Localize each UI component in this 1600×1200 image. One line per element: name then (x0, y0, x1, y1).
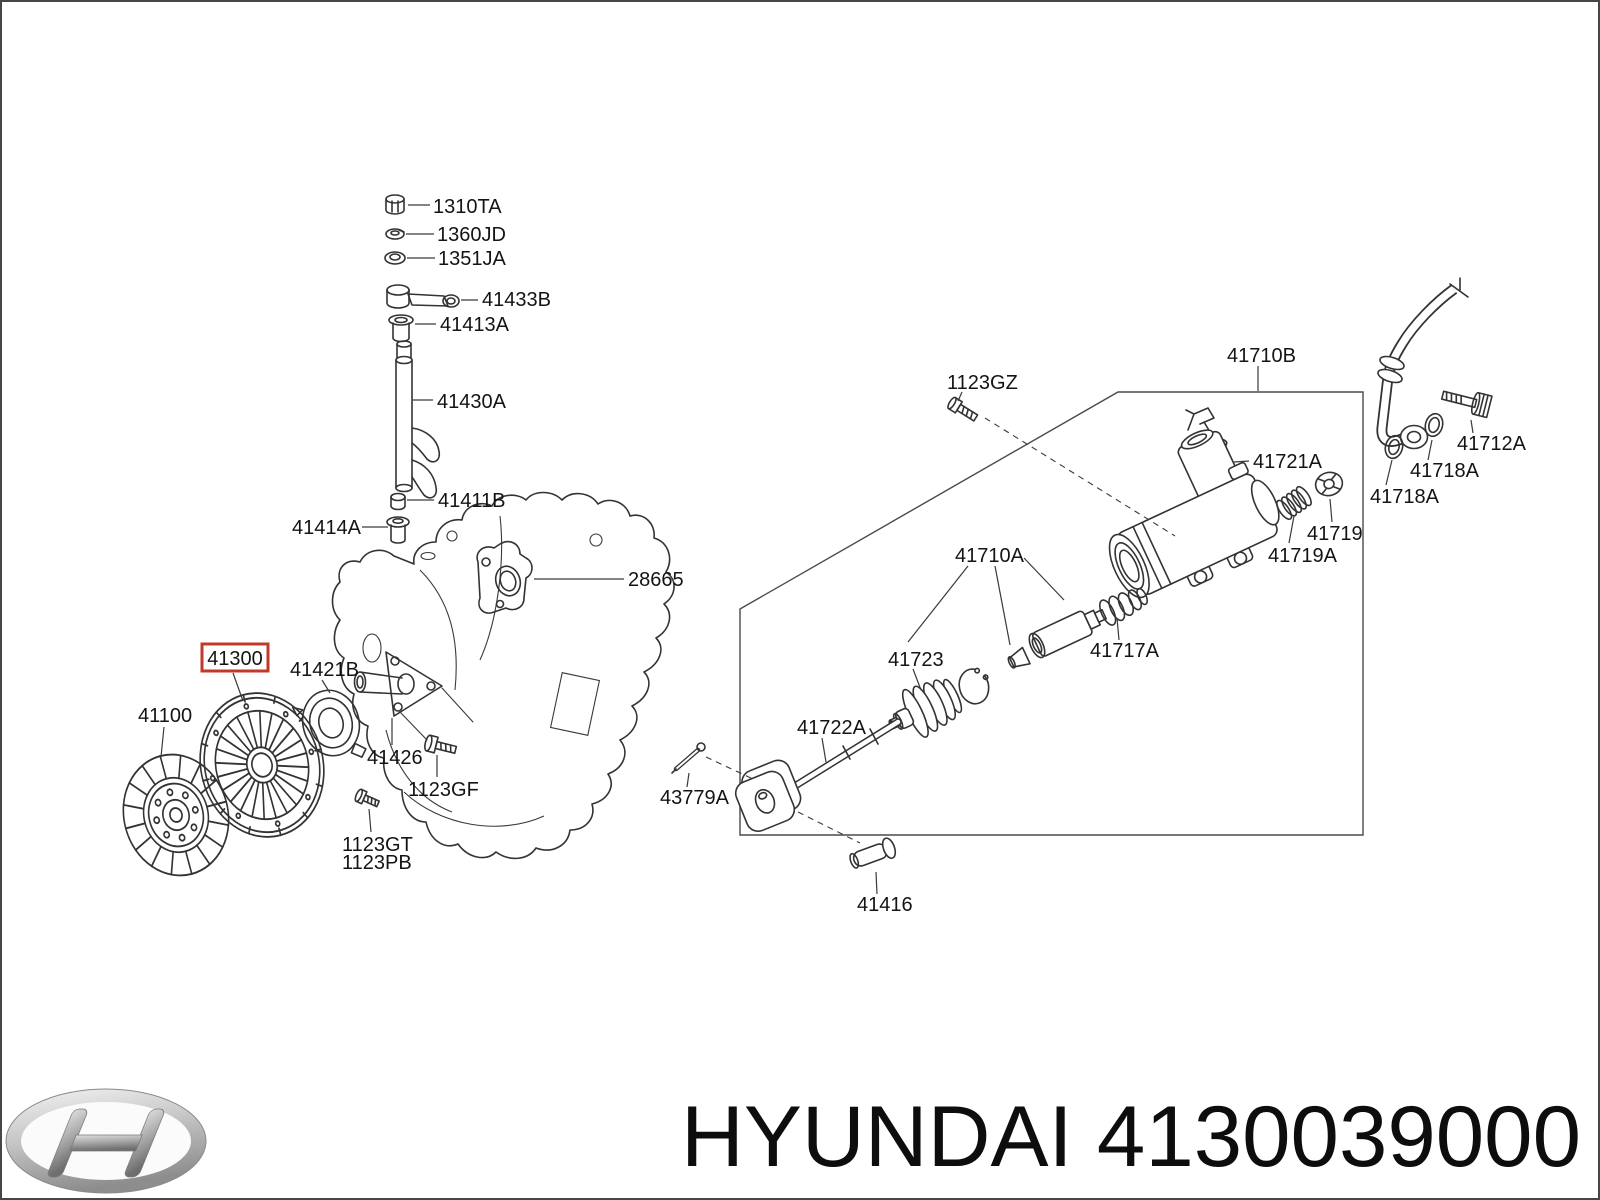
part-label-41721a: 41721A (1253, 451, 1323, 473)
part-label-41718a-left: 41718A (1370, 486, 1440, 508)
part-label-41414a: 41414A (292, 517, 362, 539)
slave-cylinder-drawing (671, 407, 1344, 869)
cap-nut-drawing (1314, 471, 1344, 497)
washer-41718a-left-drawing (1384, 434, 1404, 460)
leader-lines (160, 204, 1474, 895)
boot-drawing (888, 678, 963, 738)
part-label-41421b: 41421B (290, 659, 359, 681)
hose-clip-drawing (1185, 407, 1215, 433)
part-label-41430a: 41430A (437, 391, 507, 413)
part-label-1123pb: 1123PB (342, 852, 412, 874)
release-bearing-drawing (291, 689, 367, 758)
clutch-cover-drawing (199, 692, 325, 838)
part-label-1123gz: 1123GZ (947, 372, 1018, 394)
part-label-41722a: 41722A (797, 717, 867, 739)
transmission-case-drawing (331, 491, 675, 860)
part-label-41416: 41416 (857, 894, 913, 916)
part-label-41719: 41719 (1307, 523, 1363, 545)
snap-ring-drawing (958, 667, 990, 705)
bolt-1123gf-drawing (424, 734, 458, 755)
part-label-1351ja: 1351JA (438, 248, 506, 270)
part-labels: 1310TA 1360JD 1351JA 41433B 41413A 41430… (138, 196, 1527, 916)
bracket-28665-drawing (476, 540, 533, 614)
part-label-41413a: 41413A (440, 314, 510, 336)
hyundai-logo-icon (2, 1086, 214, 1198)
part-label-1310ta: 1310TA (433, 196, 502, 218)
part-label-41717a: 41717A (1090, 640, 1160, 662)
cotter-pin-drawing (671, 742, 706, 774)
part-label-43779a: 43779A (660, 787, 730, 809)
footer-part-title: HYUNDAI 4130039000 (681, 1089, 1581, 1185)
part-label-1123gt: 1123GT (342, 834, 413, 856)
highlighted-part-box (200, 642, 270, 673)
part-label-41426: 41426 (367, 747, 423, 769)
banjo-fitting-drawing (1399, 424, 1429, 450)
part-label-41300: 41300 (207, 648, 263, 670)
part-label-41433b: 41433B (482, 289, 551, 311)
clevis-pin-drawing (849, 837, 897, 869)
bearing-retainer-41426-drawing (353, 651, 474, 741)
washer-41718a-right-drawing (1424, 412, 1444, 438)
valve-spring-drawing (1276, 485, 1312, 521)
part-label-41719a: 41719A (1268, 545, 1338, 567)
part-label-41712a: 41712A (1457, 433, 1527, 455)
part-label-41100: 41100 (138, 705, 192, 727)
shift-lever-stack-drawing (384, 194, 460, 544)
part-label-41710a: 41710A (955, 545, 1025, 567)
part-label-41723: 41723 (888, 649, 944, 671)
part-label-41710b: 41710B (1227, 345, 1296, 367)
bolt-1123gz-drawing (947, 396, 979, 422)
part-label-1360jd: 1360JD (437, 224, 506, 246)
bolt-41712a-drawing (1440, 390, 1493, 419)
bolt-1123gt-drawing (354, 788, 380, 808)
part-label-1123gf: 1123GF (408, 779, 479, 801)
part-label-28665: 28665 (628, 569, 684, 591)
piston-drawing (1028, 587, 1149, 659)
clutch-pipe-drawing (1376, 277, 1493, 460)
part-label-41411b: 41411B (438, 490, 505, 512)
valve-cone-drawing (1007, 646, 1031, 669)
clevis-drawing (734, 759, 802, 832)
part-label-41718a-right: 41718A (1410, 460, 1480, 482)
